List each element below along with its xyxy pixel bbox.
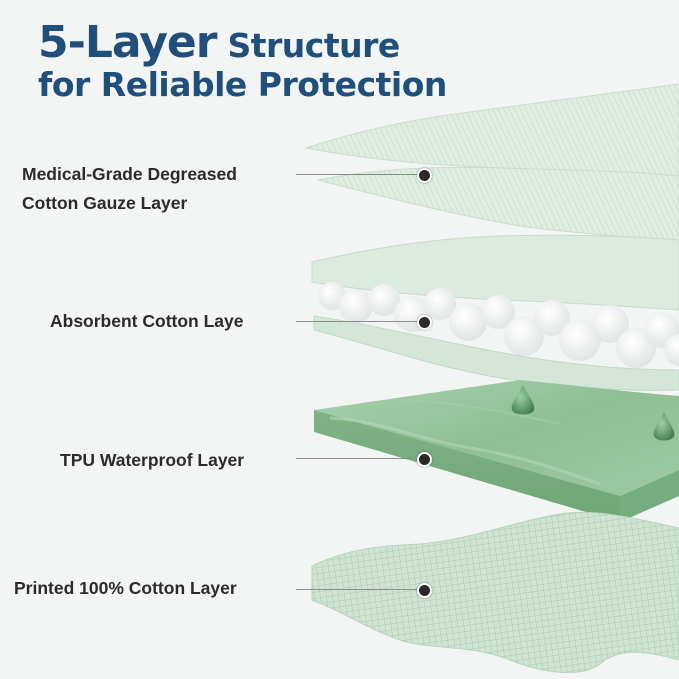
absorbent-marker-dot bbox=[417, 315, 432, 330]
water-droplet-icon bbox=[511, 385, 535, 415]
title-line1-rest: Structure bbox=[216, 26, 400, 65]
page-title: 5-Layer Structure for Reliable Protectio… bbox=[38, 18, 447, 104]
absorbent-cotton-label: Absorbent Cotton Laye bbox=[50, 311, 244, 331]
water-droplet-icon bbox=[653, 412, 675, 441]
title-line2: for Reliable Protection bbox=[38, 65, 447, 105]
title-highlight: 5-Layer bbox=[38, 17, 217, 68]
gauze-layer-label: Medical-Grade Degreased Cotton Gauze Lay… bbox=[22, 160, 237, 218]
absorbent-cotton-graphic bbox=[311, 234, 679, 391]
printed-cotton-label: Printed 100% Cotton Layer bbox=[14, 578, 237, 598]
printed-cotton-marker-dot bbox=[417, 583, 432, 598]
tpu-waterproof-graphic bbox=[314, 380, 679, 522]
gauze-layer-graphic bbox=[304, 83, 679, 243]
printed-cotton-leader-line bbox=[296, 589, 422, 590]
tpu-leader-line bbox=[296, 458, 422, 459]
gauze-marker-dot bbox=[417, 168, 432, 183]
tpu-waterproof-label: TPU Waterproof Layer bbox=[60, 450, 245, 470]
gauze-layer-label-line2: Cotton Gauze Layer bbox=[22, 193, 188, 213]
tpu-marker-dot bbox=[417, 452, 432, 467]
printed-cotton-graphic bbox=[311, 511, 679, 674]
gauze-layer-label-line1: Medical-Grade Degreased bbox=[22, 164, 237, 184]
gauze-leader-line bbox=[296, 174, 422, 175]
absorbent-leader-line bbox=[296, 321, 422, 322]
